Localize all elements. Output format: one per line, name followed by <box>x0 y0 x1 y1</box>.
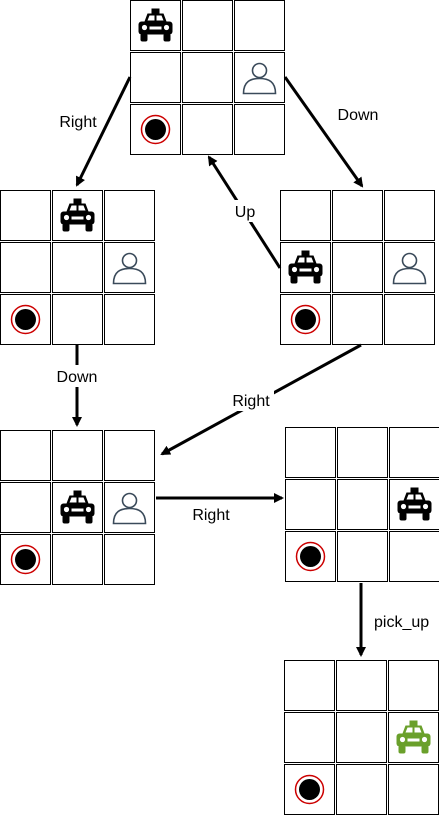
edge-label-s2-s3: Right <box>232 393 270 410</box>
grid-cell <box>182 52 233 103</box>
passenger-icon <box>242 62 277 95</box>
grid-cell <box>389 427 439 478</box>
grid-cell <box>52 294 103 345</box>
grid-cell <box>0 190 51 241</box>
grid-cell <box>284 660 335 711</box>
destination-icon <box>294 774 325 805</box>
grid-cell <box>384 190 435 241</box>
edge-s3-s4: Right <box>156 493 284 524</box>
grid-cell <box>0 242 51 293</box>
grid-cell <box>384 294 435 345</box>
arrow-s0-s1 <box>75 76 132 187</box>
destination-icon <box>290 304 321 335</box>
state-grid-s0 <box>130 0 285 155</box>
grid-cell <box>285 479 336 530</box>
grid-cell <box>388 660 439 711</box>
grid-cell <box>182 0 233 51</box>
grid-cell <box>336 712 387 763</box>
grid-cell <box>104 190 155 241</box>
edge-s0-s2: Down <box>283 76 383 188</box>
taxi-icon <box>60 490 95 524</box>
edge-label-s0-s1: Right <box>59 114 97 131</box>
label-bg <box>228 389 274 411</box>
destination-icon <box>10 544 41 575</box>
grid-cell <box>285 427 336 478</box>
taxi-icon <box>396 720 431 754</box>
edge-s0-s1: Right <box>55 76 132 187</box>
grid-cell <box>332 190 383 241</box>
grid-cell <box>332 242 383 293</box>
destination-icon <box>140 114 171 145</box>
grid-cell <box>332 294 383 345</box>
state-grid-s3 <box>0 430 155 585</box>
passenger-icon <box>392 252 427 285</box>
grid-cell <box>104 534 155 585</box>
grid-cell <box>234 104 285 155</box>
label-bg <box>231 200 259 222</box>
state-grid-s1 <box>0 190 155 345</box>
edge-label-s2-s0: Up <box>235 204 256 221</box>
grid-cell <box>52 242 103 293</box>
grid-cell <box>130 52 181 103</box>
grid-cell <box>234 0 285 51</box>
taxi-icon <box>138 8 173 42</box>
grid-cell <box>336 764 387 815</box>
grid-cell <box>182 104 233 155</box>
grid-cell <box>337 531 388 582</box>
grid-cell <box>0 430 51 481</box>
grid-cell <box>280 294 331 345</box>
label-bg <box>52 365 102 387</box>
grid-cell <box>104 430 155 481</box>
edge-label-s1-s3: Down <box>57 369 98 386</box>
grid-cell <box>337 479 388 530</box>
taxi-icon <box>60 198 95 232</box>
label-bg <box>55 110 101 132</box>
grid-cell <box>337 427 388 478</box>
transitions: Right Down Up Down Right Right <box>52 76 429 657</box>
grid-cell <box>388 764 439 815</box>
edge-s2-s0: Up <box>207 155 282 269</box>
passenger-icon <box>112 252 147 285</box>
edge-label-s0-s2: Down <box>338 107 379 124</box>
grid-cell <box>389 531 439 582</box>
grid-cell <box>284 712 335 763</box>
state-grid-s5 <box>284 660 439 815</box>
edge-s1-s3: Down <box>52 345 102 427</box>
edge-label-s3-s4: Right <box>192 507 230 524</box>
destination-icon <box>10 304 41 335</box>
grid-cell <box>336 660 387 711</box>
taxi-icon <box>288 250 323 284</box>
edge-s2-s3: Right <box>160 343 362 456</box>
grid-cell <box>0 482 51 533</box>
label-bg <box>333 103 383 125</box>
edge-label-s4-s5: pick_up <box>374 614 429 631</box>
state-grid-s2 <box>280 190 435 345</box>
state-grid-s4 <box>285 427 439 582</box>
passenger-icon <box>112 492 147 525</box>
grid-cell <box>280 190 331 241</box>
arrow-s0-s2 <box>283 76 364 188</box>
grid-cell <box>104 294 155 345</box>
edge-s4-s5: pick_up <box>356 583 429 657</box>
taxi-icon <box>397 487 432 521</box>
grid-cell <box>52 430 103 481</box>
destination-icon <box>295 541 326 572</box>
grid-cell <box>52 534 103 585</box>
